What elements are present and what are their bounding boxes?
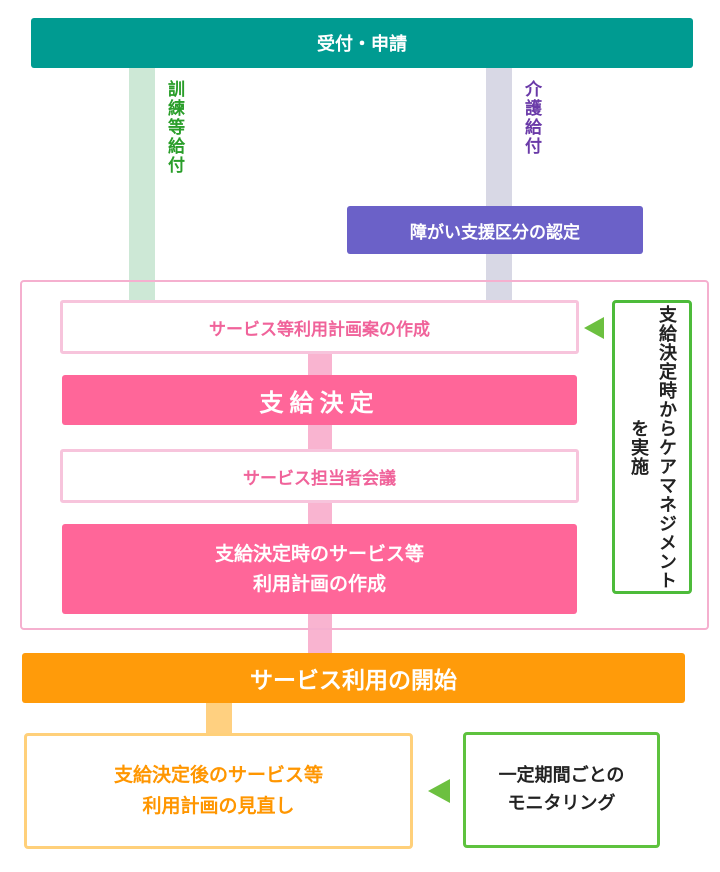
monitoring-box: 一定期間ごとの モニタリング <box>463 732 660 848</box>
care-management-label: 支給決定時からケアマネジメントを実施 <box>628 304 677 590</box>
plan-draft-box: サービス等利用計画案の作成 <box>60 300 579 354</box>
care-management-box: 支給決定時からケアマネジメントを実施 <box>612 300 692 594</box>
benefit-decision-box: 支給決定 <box>62 375 577 425</box>
disability-classification-label: 障がい支援区分の認定 <box>410 222 580 243</box>
plan-at-decision-line2: 利用計画の作成 <box>252 573 386 595</box>
disability-classification-box: 障がい支援区分の認定 <box>347 206 643 254</box>
service-start-label: サービス利用の開始 <box>250 668 457 694</box>
plan-review-box: 支給決定後のサービス等 利用計画の見直し <box>24 733 413 849</box>
benefit-decision-label: 支給決定 <box>259 388 380 417</box>
monitoring-arrow-icon <box>428 779 450 803</box>
review-connector-line <box>206 703 232 733</box>
care-benefit-label: 介護給付 <box>521 80 541 156</box>
monitoring-line1: 一定期間ごとの <box>498 765 625 787</box>
plan-at-decision-line1: 支給決定時のサービス等 <box>214 542 424 565</box>
plan-review-line1: 支給決定後のサービス等 <box>113 763 323 786</box>
staff-meeting-label: サービス担当者会議 <box>243 468 396 489</box>
care-branch-line <box>486 68 512 300</box>
plan-draft-label: サービス等利用計画案の作成 <box>209 319 430 340</box>
staff-meeting-box: サービス担当者会議 <box>60 449 579 503</box>
service-start-box: サービス利用の開始 <box>22 653 685 703</box>
monitoring-line2: モニタリング <box>507 793 616 814</box>
plan-review-line2: 利用計画の見直し <box>142 795 295 817</box>
reception-application-box: 受付・申請 <box>31 18 693 68</box>
training-benefit-label: 訓練等給付 <box>164 80 184 175</box>
plan-at-decision-box: 支給決定時のサービス等 利用計画の作成 <box>62 524 577 614</box>
reception-application-label: 受付・申請 <box>317 34 407 55</box>
care-management-arrow-icon <box>584 317 604 339</box>
training-branch-line <box>129 68 155 300</box>
decision-process-frame <box>20 280 709 630</box>
